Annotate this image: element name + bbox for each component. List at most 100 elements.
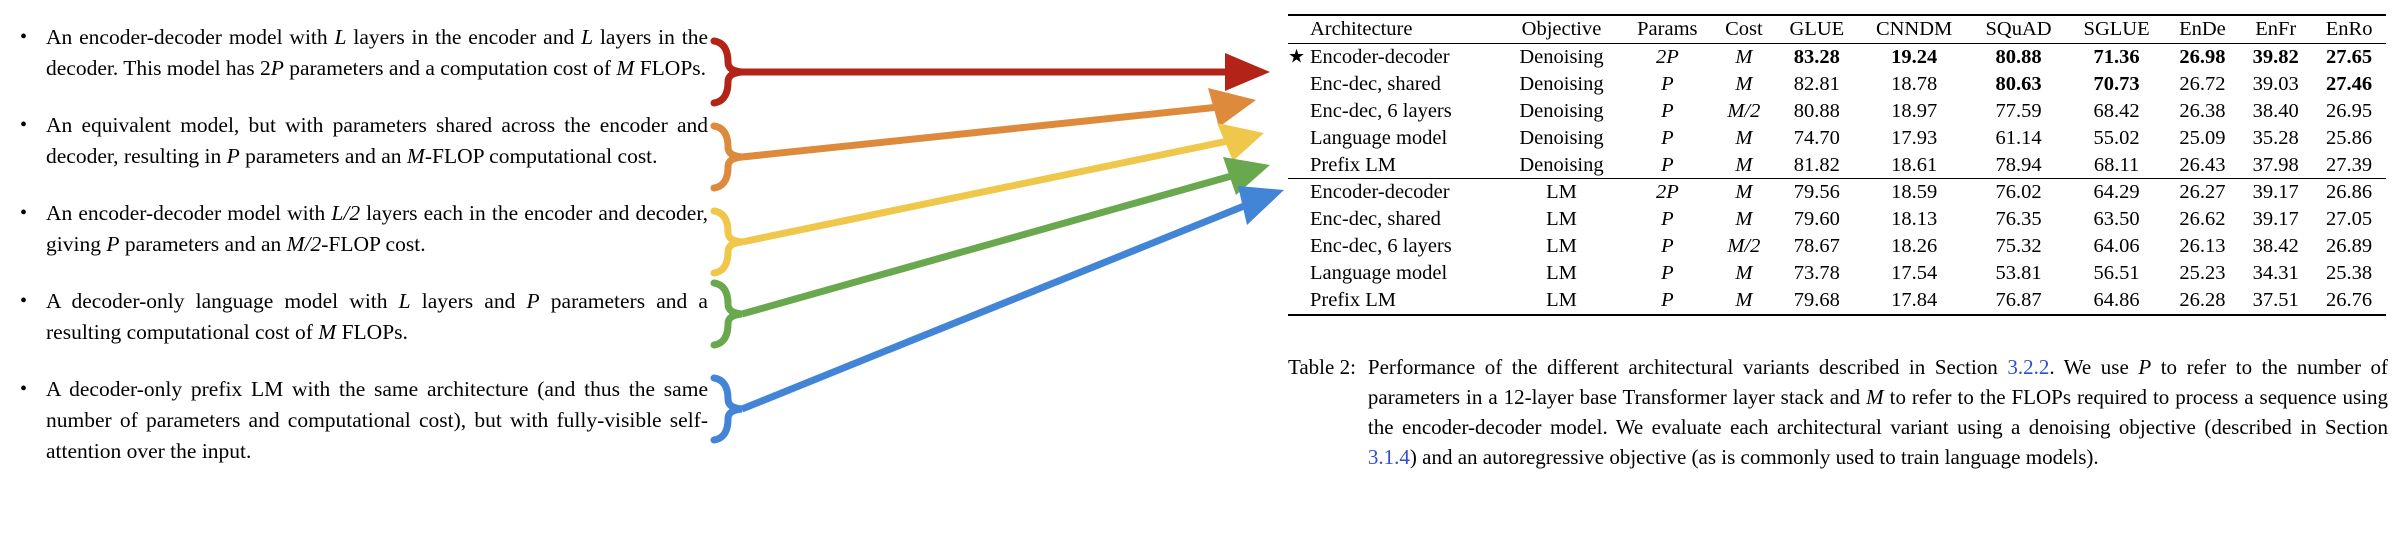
cell-value: 25.23 (2179, 262, 2226, 285)
cell-sglue: 64.06 (2068, 233, 2166, 260)
section-reference[interactable]: 3.2.2 (2007, 355, 2050, 379)
architecture-label: Encoder-decoder (1310, 181, 1450, 204)
cell-value: 39.17 (2252, 181, 2299, 204)
cell-glue: 79.60 (1775, 206, 1859, 233)
cell-value: 2P (1655, 46, 1679, 69)
cell-value: 26.98 (2179, 46, 2226, 69)
cell-enfr: 39.17 (2239, 178, 2313, 207)
cell-cnndm: 18.97 (1859, 98, 1970, 125)
cell-value: 55.02 (2093, 126, 2140, 149)
cell-enro: 27.65 (2312, 42, 2386, 71)
cell-ende: 26.62 (2166, 206, 2240, 233)
cell-value: 17.84 (1891, 288, 1938, 311)
table-caption: Table 2: Performance of the different ar… (1288, 352, 2388, 472)
architecture-label: Language model (1310, 262, 1448, 285)
connector-enc-dec-6-layers (710, 123, 1264, 277)
column-header-glue: GLUE (1775, 13, 1859, 44)
cell-value: 76.35 (1995, 208, 2042, 231)
architecture-label: Enc-dec, 6 layers (1310, 99, 1452, 122)
cell-value: 17.54 (1891, 262, 1938, 285)
cell-objective: LM (1501, 260, 1622, 287)
cell-enfr: 39.82 (2239, 42, 2313, 71)
cell-params: P (1622, 98, 1713, 125)
cell-value: 18.26 (1891, 235, 1938, 258)
cell-cnndm: 18.26 (1859, 233, 1970, 260)
cell-value: 34.31 (2252, 262, 2299, 285)
cell-enfr: 34.31 (2239, 260, 2312, 287)
cell-ende: 26.28 (2165, 286, 2240, 316)
cell-value: 79.60 (1793, 208, 1840, 231)
math-variable: L (581, 25, 594, 49)
cell-value: M/2 (1727, 235, 1761, 258)
cell-value: 68.11 (2093, 153, 2140, 176)
cell-value: LM (1546, 235, 1577, 258)
cell-value: M (1735, 153, 1753, 176)
column-header-enro: EnRo (2312, 13, 2386, 44)
cell-value: 53.81 (1995, 262, 2042, 285)
cell-cost: M/2 (1713, 233, 1775, 260)
connector-encoder-decoder (710, 37, 1270, 107)
cell-cost: M (1713, 151, 1775, 178)
column-header-ende: EnDe (2165, 13, 2240, 44)
brace-enc-dec-shared (710, 122, 743, 192)
cell-value: M (1735, 262, 1753, 285)
cell-value: 26.62 (2179, 208, 2226, 231)
cell-params: 2P (1621, 42, 1713, 71)
cell-value: 26.43 (2179, 153, 2226, 176)
column-header-squad: SQuAD (1969, 13, 2068, 44)
cell-value: 74.70 (1793, 126, 1840, 149)
math-variable: M (406, 144, 425, 168)
cell-cnndm: 19.24 (1858, 42, 1970, 71)
architecture-label: Language model (1310, 126, 1448, 149)
cell-value: 61.14 (1995, 126, 2042, 149)
cell-value: 81.82 (1793, 153, 1840, 176)
cell-value: Denoising (1519, 99, 1604, 122)
architecture-label: Enc-dec, shared (1310, 208, 1441, 231)
arrow-head-enc-dec-shared (1208, 88, 1256, 127)
cell-cnndm: 18.59 (1858, 178, 1970, 207)
caption-body: Performance of the different architectur… (1367, 355, 2389, 469)
brace-prefix-lm (710, 374, 743, 444)
cell-cost: M (1712, 42, 1776, 71)
cell-objective: Denoising (1501, 42, 1622, 71)
cell-value: 64.29 (2093, 181, 2140, 204)
list-item: •A decoder-only prefix LM with the same … (18, 374, 708, 467)
arrow-shaft-prefix-lm (740, 200, 1251, 413)
architecture-label: Enc-dec, 6 layers (1310, 235, 1452, 258)
cell-value: 26.89 (2326, 235, 2373, 258)
cell-glue: 79.68 (1775, 286, 1859, 316)
cell-value: 25.38 (2326, 262, 2373, 285)
brace-language-model (710, 279, 743, 349)
cell-cost: M (1713, 125, 1775, 152)
section-reference[interactable]: 3.1.4 (1367, 445, 1410, 469)
cell-value: 27.39 (2326, 153, 2373, 176)
cell-params: P (1622, 151, 1713, 178)
cell-value: P (1661, 72, 1674, 95)
cell-glue: 78.67 (1775, 233, 1859, 260)
cell-value: 18.78 (1891, 72, 1938, 95)
cell-objective: Denoising (1501, 71, 1622, 98)
cell-enfr: 37.51 (2239, 286, 2313, 316)
cell-value: 37.51 (2252, 288, 2299, 311)
brace-enc-dec-6-layers (710, 207, 743, 277)
math-variable: P (106, 232, 120, 256)
cell-value: 19.24 (1891, 46, 1938, 69)
cell-value: P (1661, 208, 1674, 231)
cell-value: 82.81 (1793, 72, 1840, 95)
cell-value: P (1661, 99, 1674, 122)
math-variable: L (398, 289, 411, 313)
cell-glue: 73.78 (1775, 260, 1859, 287)
cell-objective: Denoising (1501, 125, 1622, 152)
cell-enfr: 38.42 (2239, 233, 2312, 260)
cell-value: 26.86 (2326, 181, 2373, 204)
cell-glue: 82.81 (1775, 71, 1859, 98)
math-variable: P (2138, 355, 2152, 379)
cell-squad: 77.59 (1970, 98, 2068, 125)
cell-ende: 25.23 (2166, 260, 2240, 287)
